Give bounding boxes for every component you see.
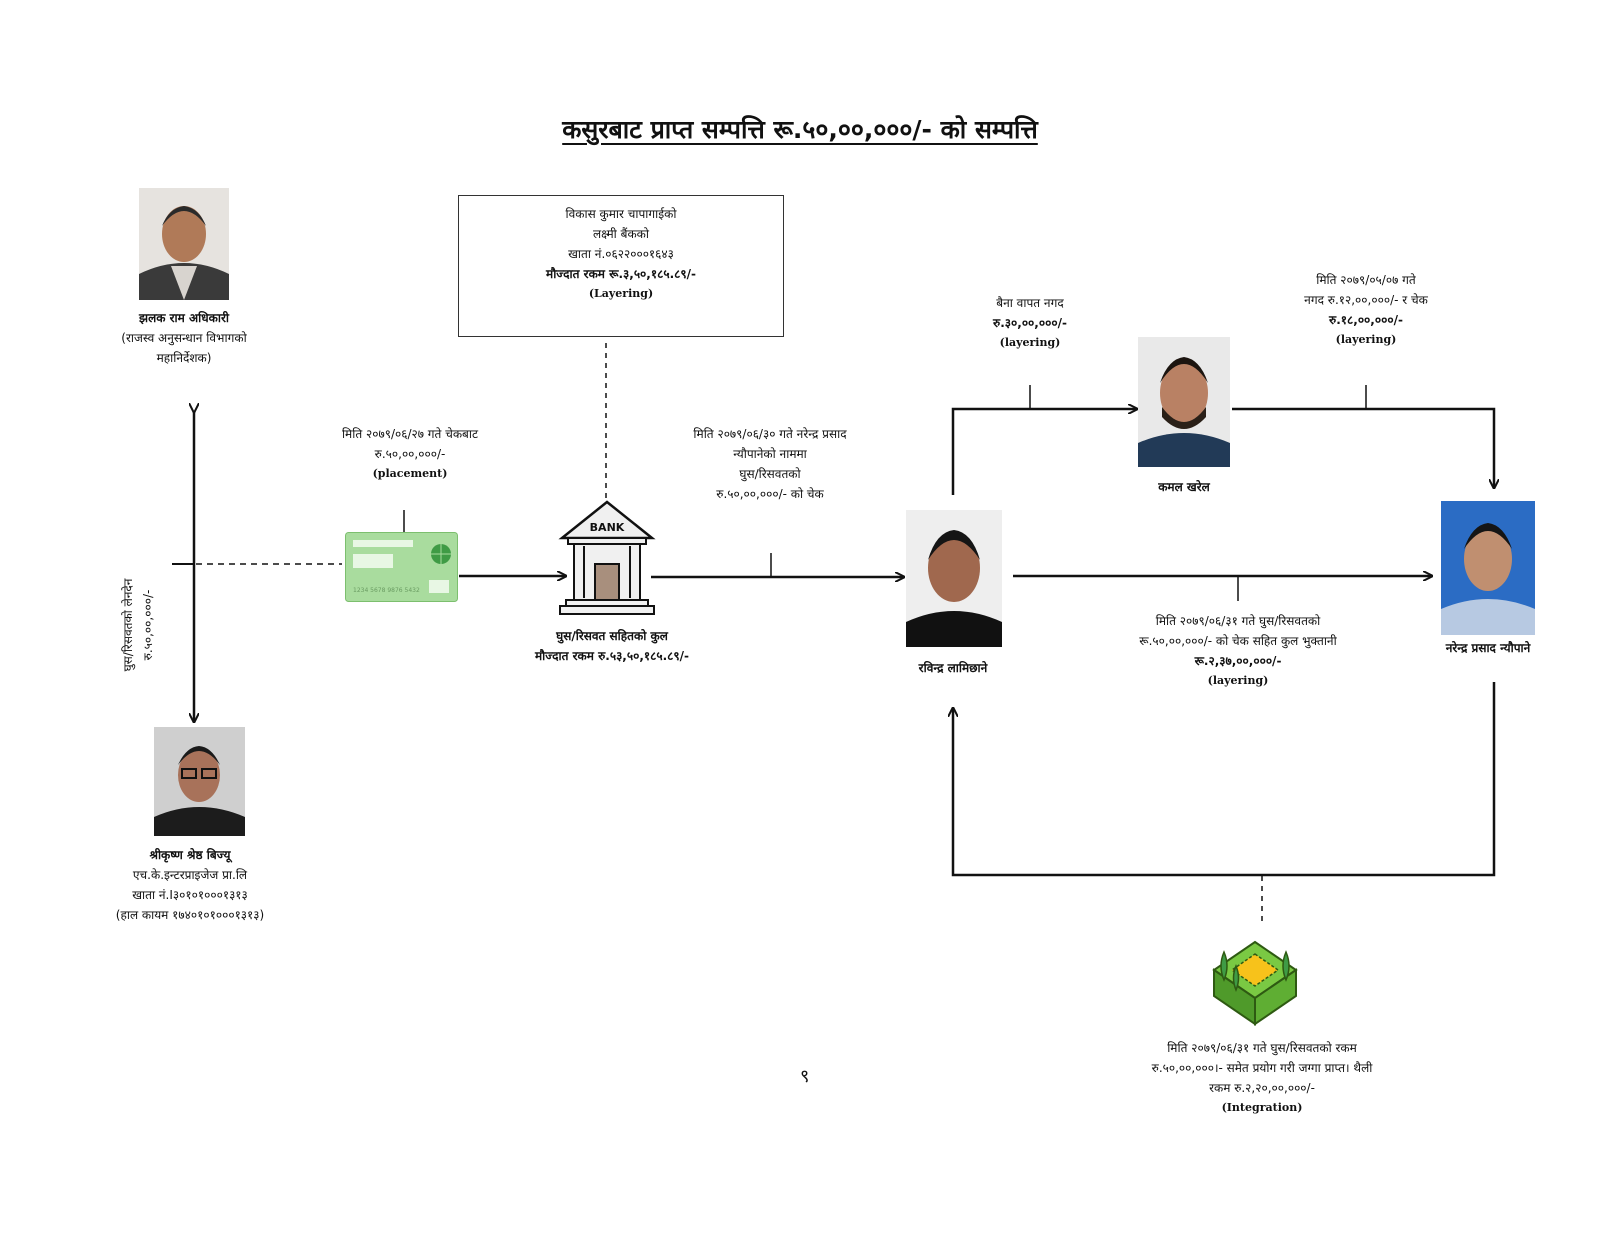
jhalak-caption: झलक राम अधिकारी (राजस्व अनुसन्धान विभागक…	[104, 308, 264, 368]
page-number: ९	[800, 1066, 810, 1087]
shreekrishna-caption: श्रीकृष्ण श्रेष्ठ बिज्यू एच.के.इन्टरप्रा…	[74, 845, 306, 925]
total-payment-tag: (layering)	[1207, 674, 1269, 687]
kamal-name: कमल खरेल	[1158, 480, 1210, 494]
land-icon	[1210, 936, 1300, 1028]
cheque-transfer-amount: रु.५०,००,०००/- को चेक	[716, 487, 824, 501]
placement-amount: रु.५०,००,०००/-	[374, 447, 446, 461]
page-title: कसुरबाट प्राप्त सम्पत्ति रू.५०,००,०००/- …	[562, 115, 1038, 144]
layering-account-number: खाता नं.०६२२०००१६४३	[568, 247, 674, 261]
bank-icon: BANK	[558, 500, 656, 618]
bank-sign: BANK	[590, 521, 625, 534]
cheque-card-icon: 1234 5678 9876 5432	[345, 532, 458, 602]
layering-box-text: विकास कुमार चापागाईको लक्ष्मी बैंकको खात…	[458, 204, 784, 304]
shreekrishna-name: श्रीकृष्ण श्रेष्ठ बिज्यू	[149, 848, 231, 862]
integration-amount: रकम रु.२,२०,००,०००/-	[1209, 1081, 1315, 1095]
cash-advance-tag: (layering)	[999, 336, 1061, 349]
bank-caption-line1: घुस/रिसवत सहितको कुल	[556, 629, 668, 643]
total-payment-date: मिति २०७९/०६/३१ गते घुस/रिसवतको	[1155, 614, 1321, 628]
jhalak-role-line1: (राजस्व अनुसन्धान विभागको	[121, 331, 247, 345]
cheque-transfer-date: मिति २०७९/०६/३० गते नरेन्द्र प्रसाद	[693, 427, 847, 441]
layering-bank: लक्ष्मी बैंकको	[593, 227, 649, 241]
cash-advance-arrow	[951, 409, 1137, 495]
card-number: 1234 5678 9876 5432	[353, 587, 420, 594]
bank-caption: घुस/रिसवत सहितको कुल मौज्दात रकम रु.५३,५…	[484, 626, 740, 666]
cheque-transfer-payee: न्यौपानेको नाममा	[733, 447, 807, 461]
layering-account-holder: विकास कुमार चापागाईको	[565, 207, 677, 221]
transaction-label: घुस/रिसवतको लेनदेन रु.५०,००,०००/-	[118, 579, 158, 672]
integration-date: मिति २०७९/०६/३१ गते घुस/रिसवतको रकम	[1167, 1041, 1357, 1055]
cash-advance-amount: रु.३०,००,०००/-	[993, 316, 1067, 330]
transaction-label-line1: घुस/रिसवतको लेनदेन	[121, 578, 135, 672]
placement-label: मिति २०७९/०६/२७ गते चेकबाट रु.५०,००,०००/…	[300, 424, 520, 484]
integration-label: मिति २०७९/०६/३१ गते घुस/रिसवतको रकम रु.५…	[1112, 1038, 1412, 1118]
photo-narendra	[1441, 501, 1535, 635]
jhalak-name: झलक राम अधिकारी	[139, 311, 229, 325]
total-payment-desc: रू.५०,००,०००/- को चेक सहित कुल भुक्तानी	[1139, 634, 1337, 648]
placement-tag: (placement)	[372, 467, 448, 480]
photo-rabindra	[906, 510, 1002, 647]
narendra-name: नरेन्द्र प्रसाद न्यौपाने	[1445, 641, 1531, 655]
bank-caption-line2: मौज्दात रकम रु.५३,५०,१८५.८९/-	[534, 649, 690, 663]
integration-tag: (Integration)	[1221, 1101, 1303, 1114]
layering-account-box	[458, 195, 784, 337]
placement-date: मिति २०७९/०६/२७ गते चेकबाट	[341, 427, 479, 441]
shreekrishna-account: खाता नं.I३०१०१०००१३१३	[132, 888, 248, 902]
cash-cheque-date: मिति २०७९/०५/०७ गते	[1316, 273, 1416, 287]
cheque-transfer-type: घुस/रिसवतको	[739, 467, 801, 481]
jhalak-role-line2: महानिर्देशक)	[156, 351, 212, 365]
cash-cheque-amount: रु.१८,००,०००/-	[1329, 313, 1403, 327]
cheque-transfer-label: मिति २०७९/०६/३० गते नरेन्द्र प्रसाद न्यौ…	[640, 424, 900, 504]
cash-cheque-cash: नगद रु.१२,००,०००/- र चेक	[1304, 293, 1428, 307]
shreekrishna-current-account: (हाल कायम १७४०१०१०००१३१३)	[115, 908, 265, 922]
total-payment-label: मिति २०७९/०६/३१ गते घुस/रिसवतको रू.५०,००…	[1098, 611, 1378, 691]
cash-cheque-arrow	[1232, 407, 1494, 488]
transaction-label-amount: रु.५०,००,०००/-	[141, 589, 155, 661]
total-payment-amount: रू.२,३७,००,०००/-	[1194, 654, 1282, 668]
cash-cheque-tag: (layering)	[1335, 333, 1397, 346]
integration-loop	[953, 682, 1496, 877]
layering-balance: मौज्दात रकम रू.३,५०,१८५.८९/-	[546, 267, 696, 281]
cash-advance-label: बैना वापत नगद रु.३०,००,०००/- (layering)	[950, 293, 1110, 353]
integration-desc: रु.५०,००,०००।- समेत प्रयोग गरी जग्गा प्र…	[1151, 1061, 1373, 1075]
photo-jhalak	[139, 188, 229, 300]
shreekrishna-company: एच.के.इन्टरप्राइजेज प्रा.लि	[132, 868, 248, 882]
photo-kamal	[1138, 337, 1230, 467]
cash-advance-desc: बैना वापत नगद	[996, 296, 1064, 310]
rabindra-name: रविन्द्र लामिछाने	[918, 661, 988, 675]
layering-tag: (Layering)	[588, 287, 654, 300]
photo-shreekrishna	[154, 727, 245, 836]
cash-cheque-label: मिति २०७९/०५/०७ गते नगद रु.१२,००,०००/- र…	[1266, 270, 1466, 350]
